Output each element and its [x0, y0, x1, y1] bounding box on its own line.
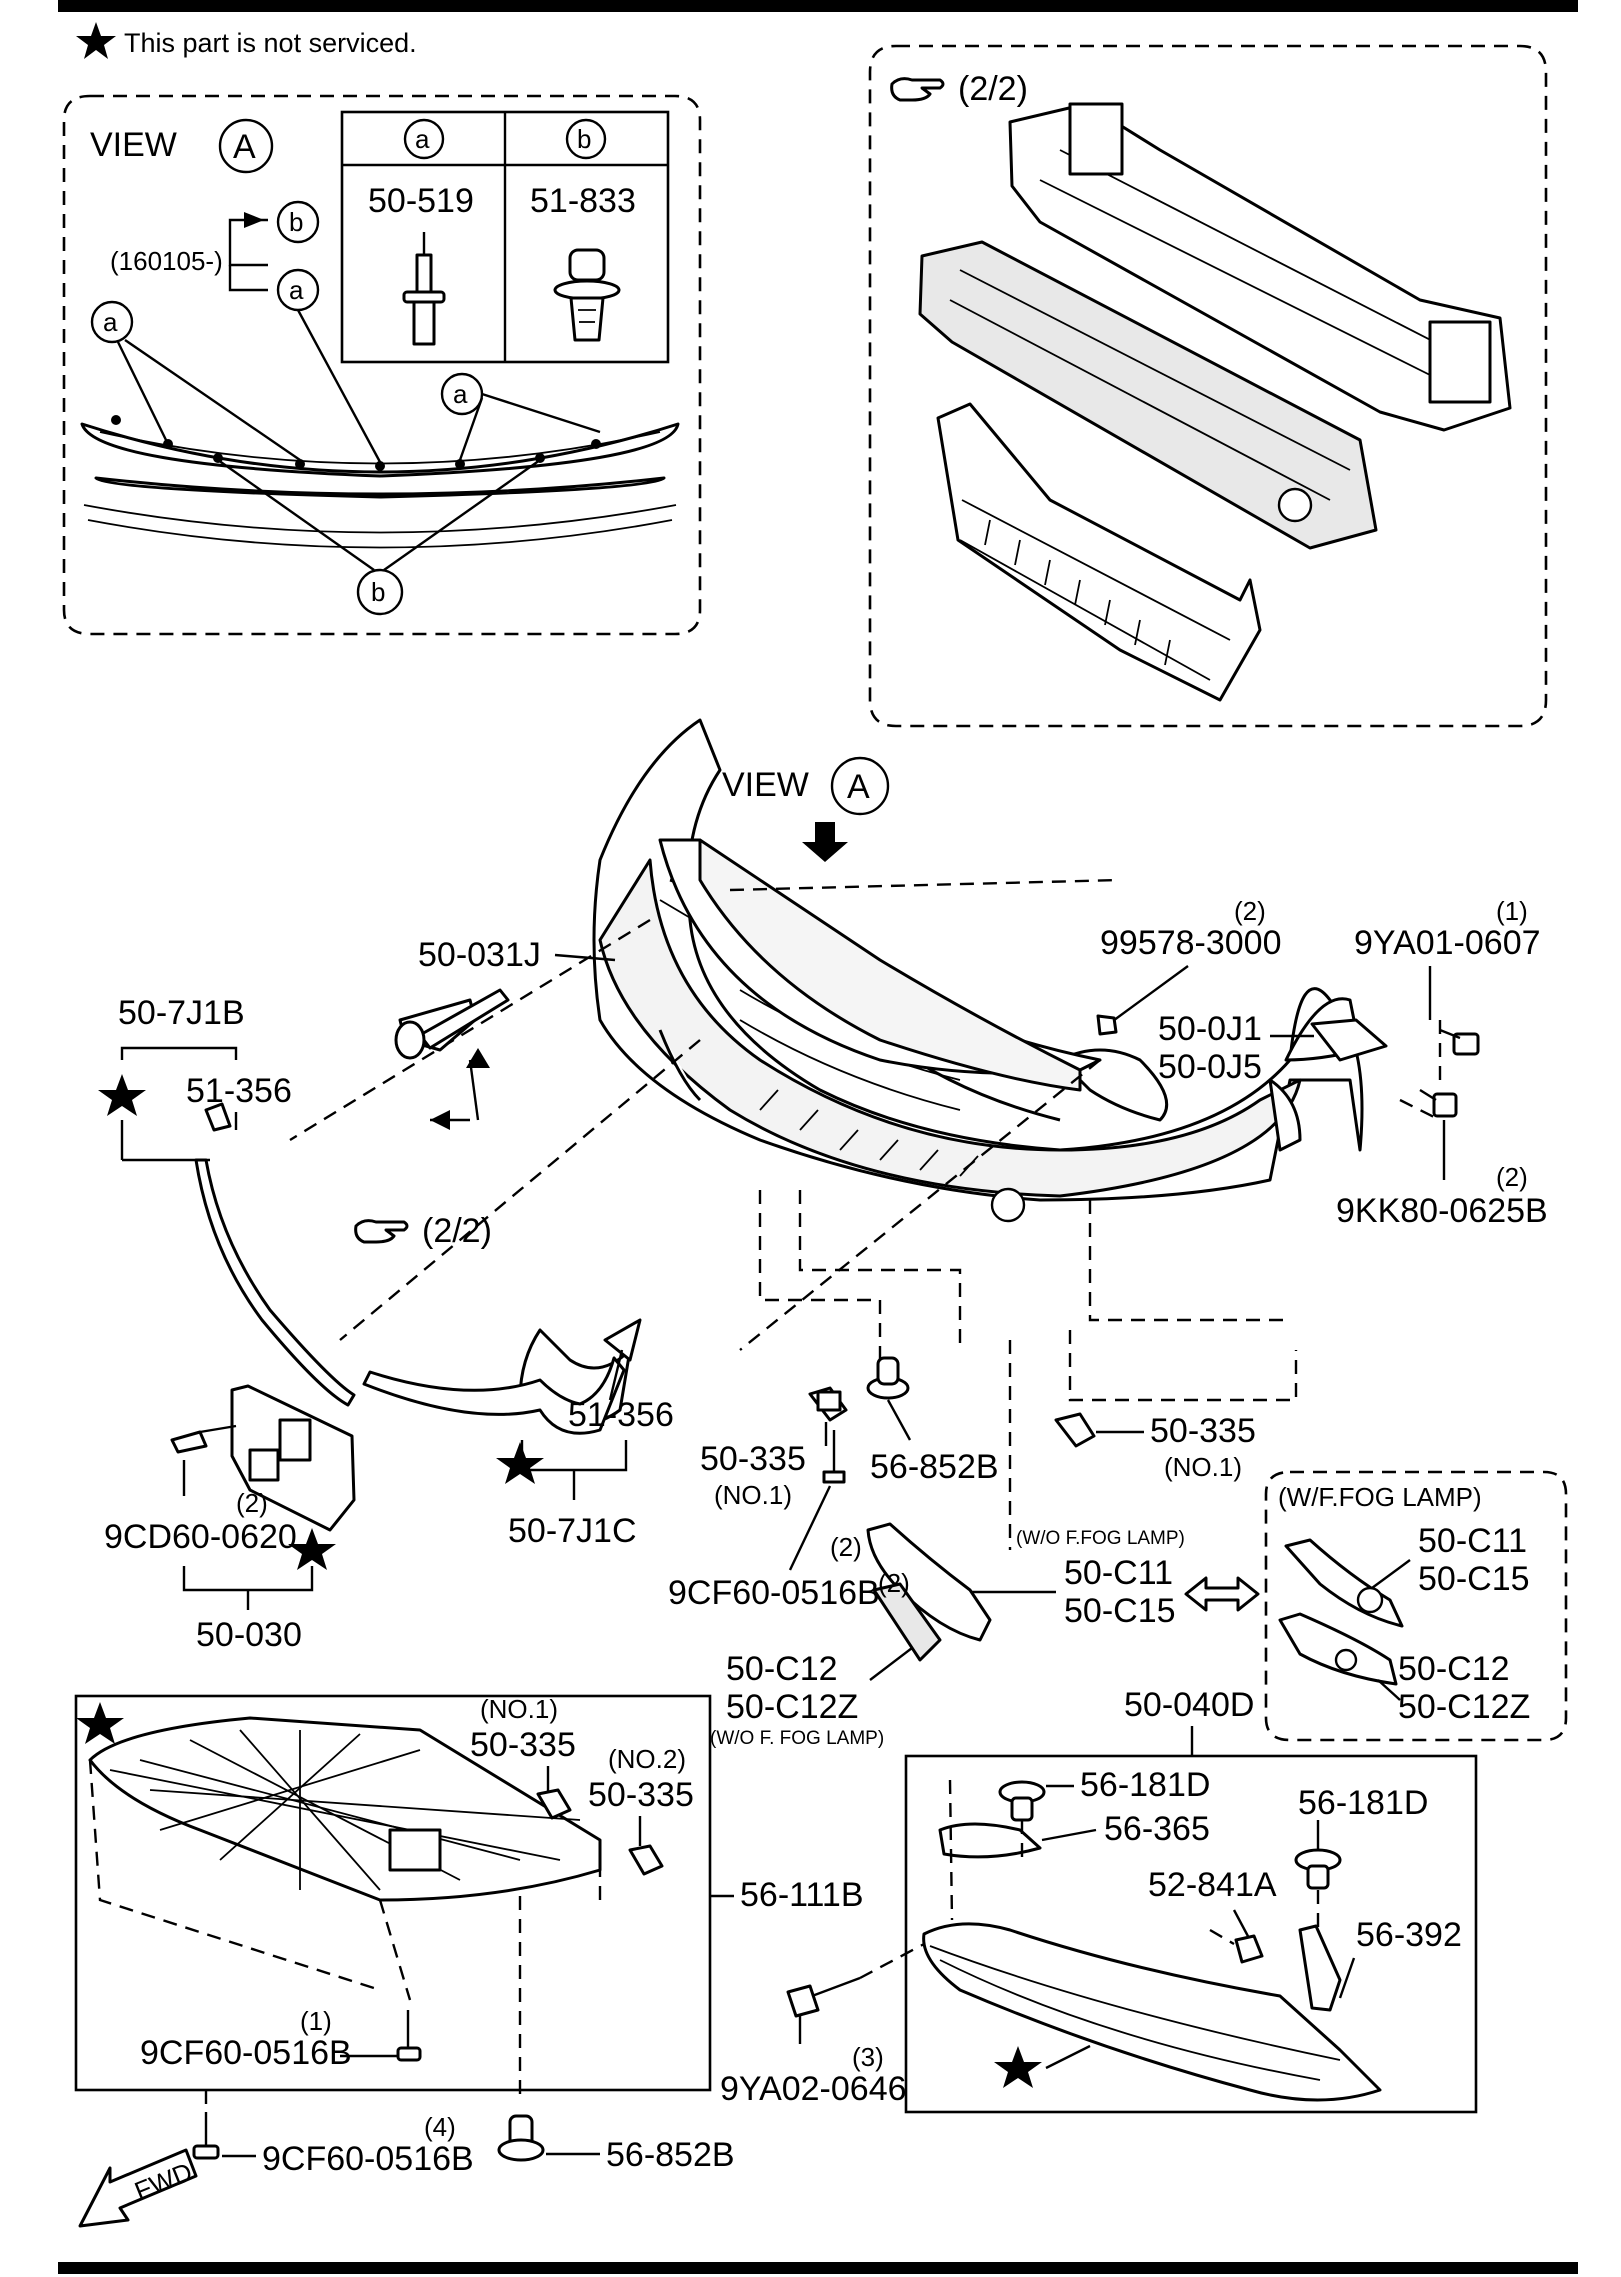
star-icon	[98, 1074, 146, 1116]
label-9CD60-0620[interactable]: 9CD60-0620	[104, 1518, 297, 1556]
note-50-335-d: (NO.2)	[608, 1744, 686, 1774]
qty-9YA02: (3)	[852, 2042, 884, 2072]
label-50-C12Z[interactable]: 50-C12Z	[726, 1688, 858, 1726]
airdam-box: 50-040D 56-181D 56-365 56-181D 52-841A 5…	[904, 1686, 1478, 2114]
qty-9CF60-b: (1)	[300, 2006, 332, 2036]
label-9YA02-0646[interactable]: 9YA02-0646	[720, 2070, 907, 2108]
label-9YA01-0607[interactable]: 9YA01-0607	[1354, 924, 1541, 962]
rivet-icon	[402, 232, 446, 346]
drop-arrow-icon	[802, 822, 848, 862]
label-9CF60-0516B-c[interactable]: 9CF60-0516B	[262, 2140, 474, 2178]
label-50-C11[interactable]: 50-C11	[1064, 1554, 1173, 1592]
label-50-7J1C[interactable]: 50-7J1C	[508, 1512, 637, 1550]
not-serviced-note: This part is not serviced.	[76, 22, 417, 59]
label-56-852B-b[interactable]: 56-852B	[606, 2136, 735, 2174]
label-50-7J1B[interactable]: 50-7J1B	[118, 994, 245, 1032]
callout-b-bottom: b	[371, 577, 385, 607]
star-icon	[994, 2046, 1042, 2088]
qty-50-C12: (2)	[878, 1568, 910, 1598]
label-56-365[interactable]: 56-365	[1104, 1810, 1210, 1848]
star-icon	[76, 22, 116, 59]
pointing-hand-icon	[890, 77, 945, 102]
view-main-title: VIEW	[722, 766, 809, 804]
label-52-841A[interactable]: 52-841A	[1148, 1866, 1277, 1904]
date-code: (160105-)	[110, 246, 223, 276]
label-51-356-right[interactable]: 51-356	[568, 1396, 674, 1434]
top-border-bar	[58, 0, 1578, 12]
note-text: This part is not serviced.	[124, 28, 417, 58]
label-56-181D-a[interactable]: 56-181D	[1080, 1766, 1210, 1804]
main-assembly: VIEW A	[98, 718, 1568, 1749]
label-50-335-d[interactable]: 50-335	[588, 1776, 694, 1814]
label-50-335-c[interactable]: 50-335	[470, 1726, 576, 1764]
note-50-335-c: (NO.1)	[480, 1694, 558, 1724]
note-50-335-a: (NO.1)	[714, 1480, 792, 1510]
note-50-335-b: (NO.1)	[1164, 1452, 1242, 1482]
callout-a-mid: a	[289, 275, 304, 305]
label-9CF60-0516B-a[interactable]: 9CF60-0516B	[668, 1574, 880, 1612]
label-50-C15[interactable]: 50-C15	[1064, 1592, 1176, 1630]
label-50-C12[interactable]: 50-C12	[726, 1650, 838, 1688]
w-fog-title: (W/F.FOG LAMP)	[1278, 1482, 1482, 1512]
bumper-fascia[interactable]	[592, 718, 1364, 1223]
qty-9CF60-a: (2)	[830, 1532, 862, 1562]
label-50-0J1[interactable]: 50-0J1	[1158, 1010, 1262, 1048]
star-icon	[288, 1528, 336, 1570]
pointing-hand-icon	[354, 1219, 409, 1244]
label-50-031J[interactable]: 50-031J	[418, 936, 541, 974]
label-50-030[interactable]: 50-030	[196, 1616, 302, 1654]
label-99578-3000[interactable]: 99578-3000	[1100, 924, 1282, 962]
table-col-a: a	[415, 124, 430, 154]
label-50-040D[interactable]: 50-040D	[1124, 1686, 1254, 1724]
callout-a-left: a	[103, 307, 118, 337]
label-50-C15-b[interactable]: 50-C15	[1418, 1560, 1530, 1598]
bottom-border-bar	[58, 2262, 1578, 2274]
fog-lamp-inset: (W/F.FOG LAMP) 50-C11 50-C15 50-C12 50-C…	[1264, 1470, 1568, 1742]
qty-9YA01: (1)	[1496, 896, 1528, 926]
note-wo-fog-b: (W/O F. FOG LAMP)	[710, 1728, 884, 1749]
label-56-852B-a[interactable]: 56-852B	[870, 1448, 999, 1486]
ref-2-2-top[interactable]: (2/2)	[958, 70, 1028, 108]
view-a-circle	[218, 118, 274, 174]
fastener-table: a b 50-519 51-833	[340, 110, 670, 364]
star-icon	[496, 1442, 544, 1484]
view-a-inset: VIEW A a b 50-519 51-833	[62, 94, 702, 636]
label-9CF60-0516B-b[interactable]: 9CF60-0516B	[140, 2034, 352, 2072]
label-56-111B[interactable]: 56-111B	[740, 1876, 864, 1914]
callout-b-top: b	[289, 207, 303, 237]
label-50-C12Z-b[interactable]: 50-C12Z	[1398, 1688, 1530, 1726]
qty-9CD60: (2)	[236, 1488, 268, 1518]
view-main-letter: A	[847, 768, 870, 806]
push-clip-icon	[553, 248, 621, 342]
table-col-b: b	[577, 124, 591, 154]
label-9KK80-0625B[interactable]: 9KK80-0625B	[1336, 1192, 1548, 1230]
reinforcement-inset: (2/2)	[868, 44, 1548, 728]
table-part-a[interactable]: 50-519	[368, 182, 474, 220]
double-arrow-icon	[1184, 1576, 1260, 1612]
label-56-392[interactable]: 56-392	[1356, 1916, 1462, 1954]
label-50-C11-b[interactable]: 50-C11	[1418, 1522, 1527, 1560]
label-56-181D-b[interactable]: 56-181D	[1298, 1784, 1428, 1822]
label-50-335-a[interactable]: 50-335	[700, 1440, 806, 1478]
note-wo-fog-a: (W/O F.FOG LAMP)	[1016, 1528, 1185, 1549]
view-a-letter: A	[233, 128, 256, 166]
callout-a-right: a	[453, 379, 468, 409]
view-main-circle	[830, 756, 890, 816]
fwd-arrow-icon: FWD	[78, 2148, 198, 2228]
star-icon	[76, 1702, 124, 1744]
table-part-b[interactable]: 51-833	[530, 182, 636, 220]
airdam-panel[interactable]	[922, 1922, 1382, 2102]
undercover-panel[interactable]	[88, 1716, 602, 1902]
label-50-335-b[interactable]: 50-335	[1150, 1412, 1256, 1450]
label-50-C12-b[interactable]: 50-C12	[1398, 1650, 1510, 1688]
undercover-box: (NO.1) 50-335 (NO.2) 50-335 56-111B (1) …	[74, 1694, 864, 2100]
label-50-0J5[interactable]: 50-0J5	[1158, 1048, 1262, 1086]
view-a-title: VIEW	[90, 126, 177, 164]
qty-99578: (2)	[1234, 896, 1266, 926]
ref-2-2-main[interactable]: (2/2)	[422, 1212, 492, 1250]
qty-9CF60-c: (4)	[424, 2112, 456, 2142]
qty-9KK80: (2)	[1496, 1162, 1528, 1192]
label-51-356-left[interactable]: 51-356	[186, 1072, 292, 1110]
